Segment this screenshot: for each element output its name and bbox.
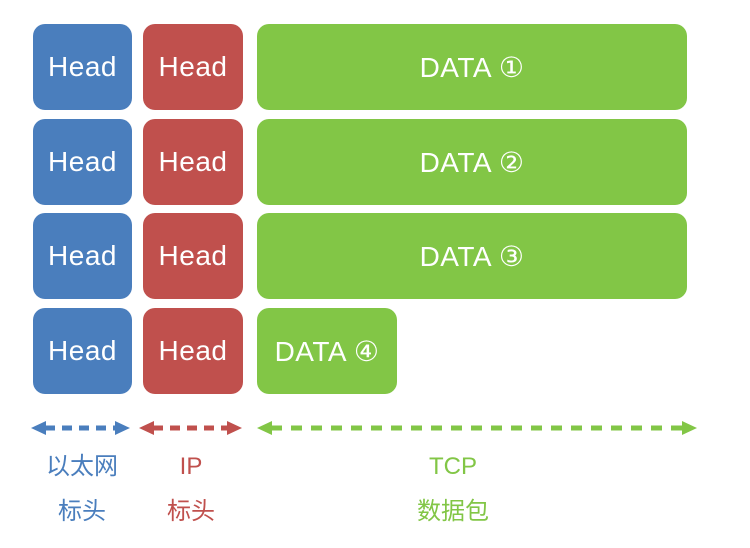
tcp-data-box: DATA ③ bbox=[257, 213, 687, 299]
ethernet-legend-line1: 以太网 bbox=[46, 453, 118, 480]
ip-header-label: Head bbox=[158, 146, 228, 177]
tcp-data-box: DATA ④ bbox=[257, 308, 397, 394]
ethernet-extent-double-arrow-icon bbox=[31, 421, 130, 435]
ip-legend: IP 标头 bbox=[141, 444, 241, 534]
ip-header-label: Head bbox=[158, 335, 228, 366]
packet-row-1: Head Head DATA ① bbox=[33, 24, 687, 110]
ethernet-legend: 以太网 标头 bbox=[12, 444, 152, 534]
eth-header-label: Head bbox=[48, 240, 117, 271]
tcp-data-label: DATA ④ bbox=[274, 335, 380, 367]
tcp-legend-line2: 数据包 bbox=[417, 498, 489, 525]
eth-header-box: Head bbox=[33, 119, 132, 205]
eth-header-box: Head bbox=[33, 24, 132, 110]
tcp-legend: TCP 数据包 bbox=[353, 444, 553, 534]
ip-legend-line2: 标头 bbox=[167, 498, 215, 525]
tcp-data-box: DATA ② bbox=[257, 119, 687, 205]
tcp-data-label: DATA ③ bbox=[419, 240, 525, 272]
eth-header-label: Head bbox=[48, 146, 117, 177]
packet-row-2: Head Head DATA ② bbox=[33, 119, 687, 205]
ip-header-label: Head bbox=[158, 240, 228, 271]
tcp-data-label: DATA ① bbox=[419, 51, 525, 83]
ip-header-box: Head bbox=[143, 24, 243, 110]
ip-header-label: Head bbox=[158, 51, 228, 82]
tcp-data-box: DATA ① bbox=[257, 24, 687, 110]
ip-header-box: Head bbox=[143, 308, 243, 394]
tcp-legend-line1: TCP bbox=[429, 453, 477, 480]
ip-extent-double-arrow-icon bbox=[139, 421, 242, 435]
packet-row-4: Head Head DATA ④ bbox=[33, 308, 397, 394]
eth-header-box: Head bbox=[33, 213, 132, 299]
ip-legend-line1: IP bbox=[179, 453, 203, 480]
packet-row-3: Head Head DATA ③ bbox=[33, 213, 687, 299]
ip-header-box: Head bbox=[143, 119, 243, 205]
eth-header-label: Head bbox=[48, 51, 117, 82]
tcp-extent-double-arrow-icon bbox=[257, 421, 697, 435]
ethernet-legend-line2: 标头 bbox=[58, 498, 106, 525]
eth-header-label: Head bbox=[48, 335, 117, 366]
tcp-data-label: DATA ② bbox=[419, 146, 525, 178]
eth-header-box: Head bbox=[33, 308, 132, 394]
ip-header-box: Head bbox=[143, 213, 243, 299]
